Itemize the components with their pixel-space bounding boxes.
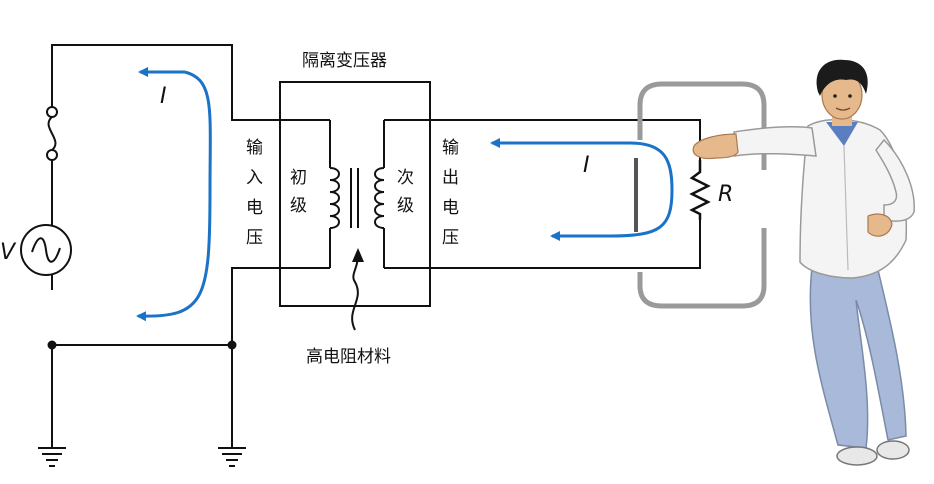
- input-voltage-char-4: 压: [246, 228, 263, 248]
- current-label-left: I: [160, 84, 167, 109]
- input-voltage-char-3: 电: [246, 198, 263, 218]
- output-voltage-char-3: 电: [442, 198, 459, 218]
- person-shirt: [799, 118, 908, 279]
- ac-source-icon: [20, 224, 72, 276]
- high-resistance-label: 高电阻材料: [306, 347, 391, 367]
- output-voltage-char-2: 出: [442, 168, 459, 188]
- person-shoe: [836, 446, 878, 466]
- current-arrow-left: [136, 70, 212, 322]
- input-voltage-char-1: 输: [246, 138, 263, 158]
- ground-icon: [218, 447, 246, 467]
- resistor-icon: [689, 160, 711, 220]
- primary-circuit-wires: [51, 44, 330, 448]
- person-illustration: [692, 59, 915, 466]
- secondary-coil-icon: [374, 167, 392, 229]
- primary-coil-icon: [322, 167, 340, 229]
- high-resistance-pointer: [351, 255, 359, 331]
- secondary-char-2: 级: [397, 196, 414, 216]
- output-voltage-char-4: 压: [442, 228, 459, 248]
- secondary-char-1: 次: [397, 168, 414, 188]
- current-label-right: I: [583, 153, 590, 178]
- person-arm-extended: [733, 126, 817, 157]
- person-hand: [867, 213, 893, 237]
- primary-char-1: 初: [290, 168, 307, 188]
- ground-icon: [38, 447, 66, 467]
- person-legs: [809, 267, 907, 449]
- protective-shield: [637, 81, 767, 309]
- transformer-core: [350, 168, 359, 228]
- transformer-title: 隔离变压器: [302, 51, 387, 71]
- pointer-arrowhead: [352, 248, 364, 262]
- person-hair: [816, 59, 868, 96]
- person-undershirt: [826, 122, 858, 146]
- person-hand: [692, 133, 739, 160]
- current-arrow-right: [550, 141, 674, 241]
- primary-char-2: 级: [290, 196, 307, 216]
- source-label: V: [0, 240, 17, 265]
- input-voltage-char-2: 入: [246, 168, 263, 188]
- junction-dot: [47, 340, 57, 350]
- output-voltage-char-1: 输: [442, 138, 459, 158]
- fuse-icon: [44, 98, 60, 225]
- resistor-label: R: [718, 182, 733, 207]
- person-shoe: [876, 440, 910, 460]
- junction-dot: [227, 340, 237, 350]
